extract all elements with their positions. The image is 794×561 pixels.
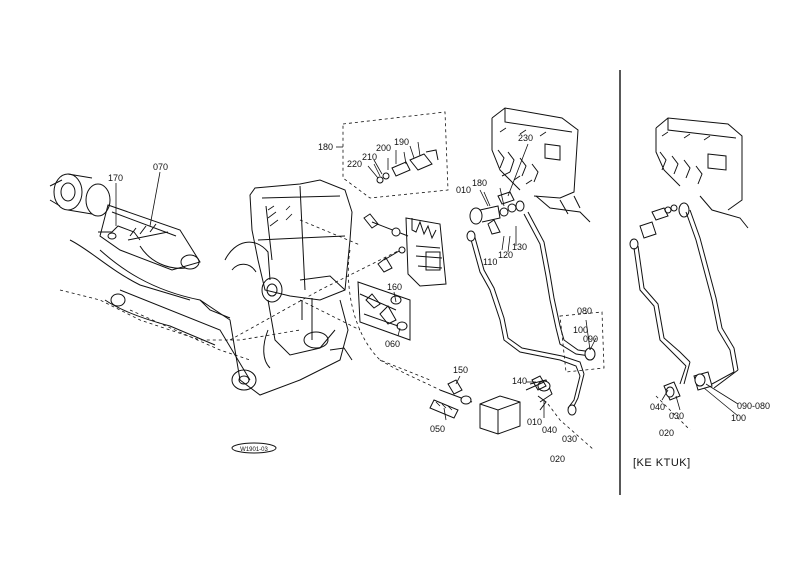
part-label-140: 140 <box>512 376 527 386</box>
variant-pipes <box>633 209 739 431</box>
leader-lines <box>373 141 739 421</box>
filter-block <box>379 359 547 435</box>
part-label-070: 070 <box>153 162 168 172</box>
part-label-060: 060 <box>385 339 400 349</box>
variant-label-030: 030 <box>669 411 684 421</box>
figure-code: W1901-03 <box>240 447 268 453</box>
part-label-100: 100 <box>573 325 588 335</box>
part-label-220: 220 <box>347 159 362 169</box>
variant-label-100: 100 <box>731 413 746 423</box>
part-label-150: 150 <box>453 365 468 375</box>
part-label-080: 080 <box>577 306 592 316</box>
control-valve-assembly <box>347 213 447 381</box>
part-number-labels: 170 070 180 220 210 200 190 230 010 180 … <box>108 133 770 464</box>
variant-hydraulic-block <box>629 117 749 250</box>
part-label-040: 040 <box>542 425 557 435</box>
part-label-170: 170 <box>108 173 123 183</box>
part-label-190: 190 <box>394 137 409 147</box>
variant-label-040: 040 <box>650 402 665 412</box>
part-label-130: 130 <box>512 242 527 252</box>
figure-code-badge <box>231 442 277 454</box>
variant-label-020: 020 <box>659 428 674 438</box>
hydraulic-block-main <box>491 107 591 223</box>
variant-caption: [KE KTUK] <box>633 457 691 469</box>
part-label-120: 120 <box>498 250 513 260</box>
inlet-fittings <box>469 187 525 253</box>
part-label-010-lower: 010 <box>527 417 542 427</box>
valve-parts-group-180 <box>336 111 449 199</box>
lift-arm-pin-parts <box>98 171 169 241</box>
part-label-180-fitting: 180 <box>472 178 487 188</box>
part-label-230: 230 <box>518 133 533 143</box>
part-label-090: 090 <box>583 334 598 344</box>
part-label-020: 020 <box>550 454 565 464</box>
part-label-210: 210 <box>362 152 377 162</box>
part-label-050: 050 <box>430 424 445 434</box>
variant-label-090-080: 090-080 <box>737 401 770 411</box>
part-label-030: 030 <box>562 434 577 444</box>
rear-housing-drawing <box>49 173 401 396</box>
part-label-110: 110 <box>483 257 497 267</box>
part-label-160: 160 <box>387 282 402 292</box>
part-label-180-group: 180 <box>318 142 333 152</box>
part-label-010-upper: 010 <box>456 185 471 195</box>
part-label-200: 200 <box>376 143 391 153</box>
